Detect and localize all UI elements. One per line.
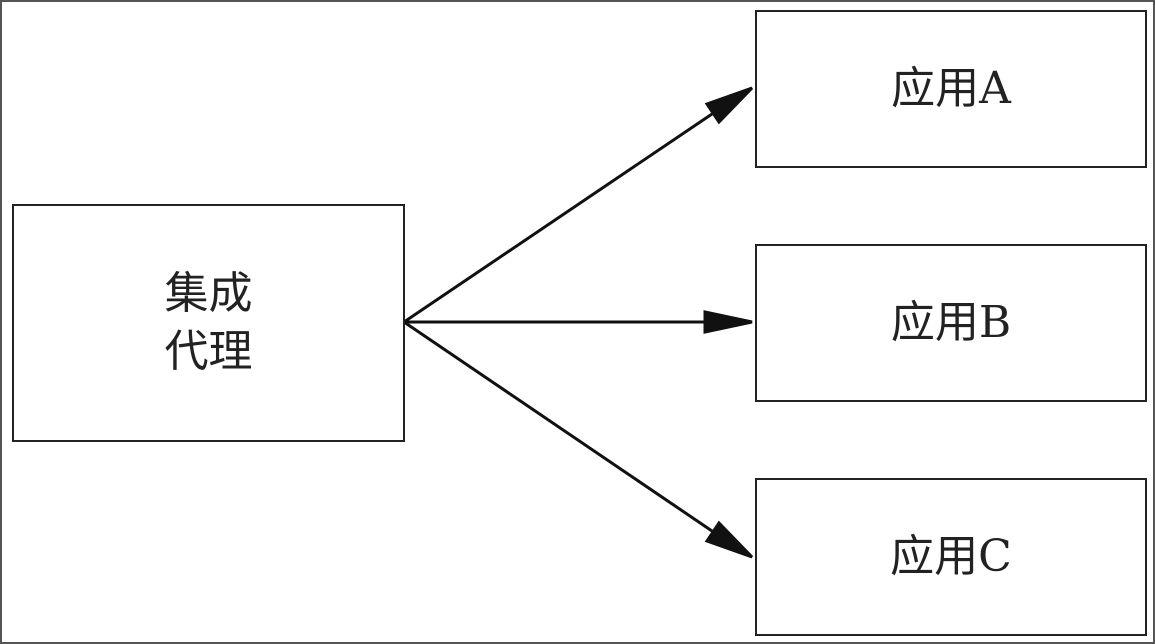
node-app-c: 应用C — [755, 478, 1147, 636]
arrowhead-a — [704, 86, 754, 125]
arrowhead-c — [704, 520, 754, 559]
arrowhead-b — [703, 310, 753, 334]
node-label: 代理 — [164, 326, 253, 377]
node-integration-proxy: 集成代理 — [12, 204, 405, 442]
node-app-b: 应用B — [755, 244, 1147, 402]
edge-source-app-a — [403, 112, 713, 324]
node-label: 应用B — [890, 297, 1012, 348]
node-label: 集成 — [164, 268, 253, 319]
node-label: 应用A — [891, 63, 1011, 114]
edge-source-app-c — [403, 320, 713, 533]
node-label: 应用C — [890, 531, 1012, 582]
node-app-a: 应用A — [755, 10, 1147, 168]
